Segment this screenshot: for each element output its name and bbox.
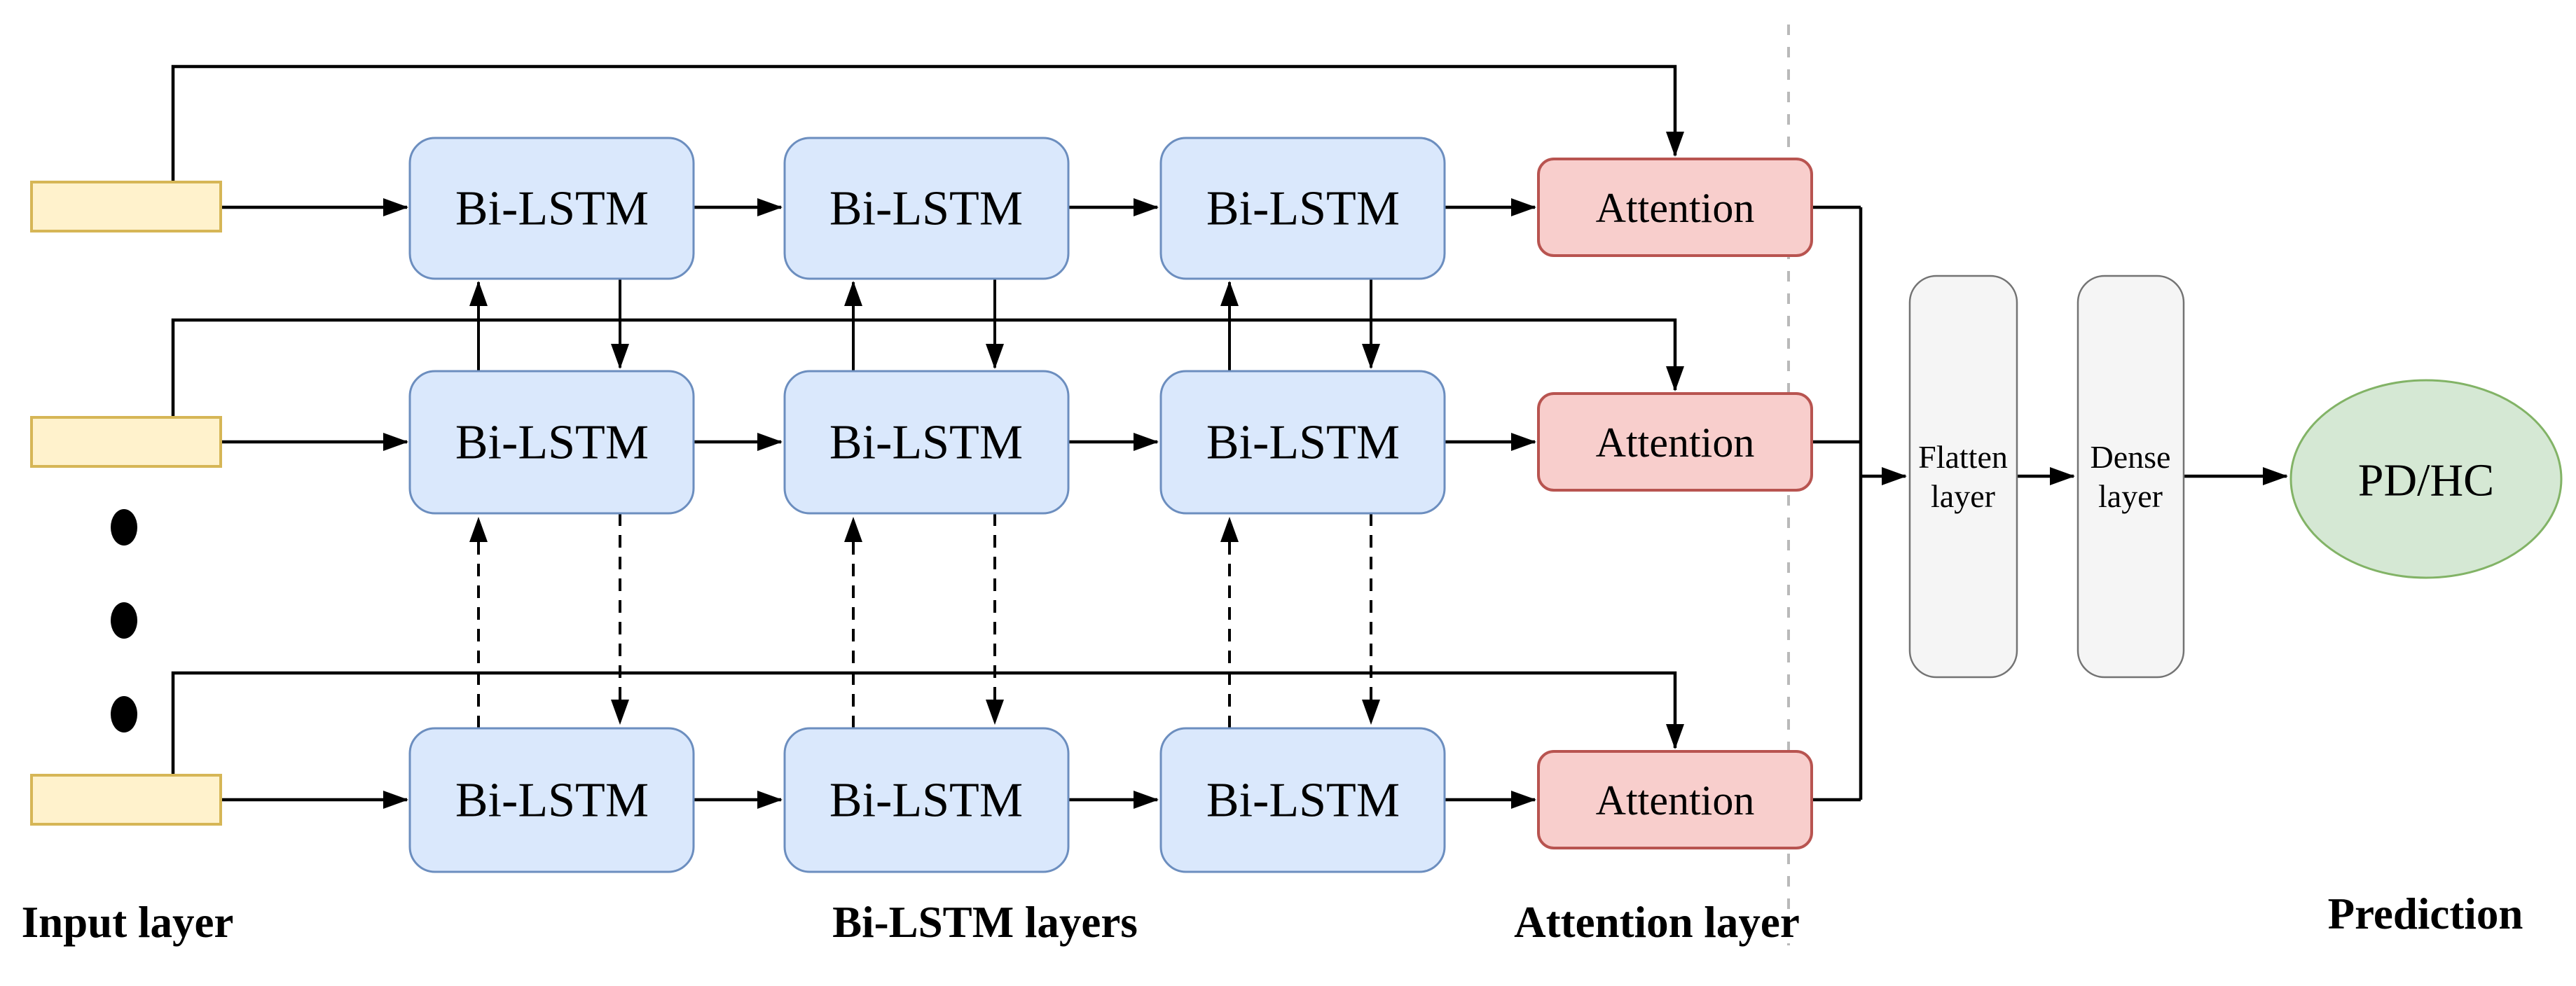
flatten-label-line2: layer xyxy=(1931,478,1995,514)
bilstm-label: Bi-LSTM xyxy=(455,774,649,828)
bilstm-grid: Bi-LSTM Bi-LSTM Bi-LSTM Bi-LSTM Bi-LSTM … xyxy=(408,137,1446,873)
output-bus xyxy=(1812,205,2288,802)
input-box-3 xyxy=(30,774,222,826)
skip-arrow-row2 xyxy=(171,318,1684,417)
attention-box-1 xyxy=(1537,158,1813,257)
attention-label: Attention xyxy=(1596,419,1755,466)
bilstm-box-r2c1 xyxy=(408,370,695,515)
input-box-1 xyxy=(30,181,222,232)
bilstm-box-r1c3 xyxy=(1159,137,1446,280)
ellipsis-dot xyxy=(111,696,137,732)
attention-box-3 xyxy=(1537,750,1813,849)
bilstm-label: Bi-LSTM xyxy=(829,182,1023,236)
input-column xyxy=(30,181,222,826)
bilstm-box-r2c3 xyxy=(1159,370,1446,515)
bilstm-box-r3c3 xyxy=(1159,727,1446,873)
dense-label-line1: Dense xyxy=(2091,439,2171,475)
attention-label: Attention xyxy=(1596,185,1755,231)
section-labels: Input layer Bi-LSTM layers Attention lay… xyxy=(22,889,2523,947)
flatten-label-line1: Flatten xyxy=(1918,439,2008,475)
input-box-2 xyxy=(30,416,222,468)
bilstm-box-r1c1 xyxy=(408,137,695,280)
row2-row3-connectors xyxy=(469,513,1380,728)
attention-column: Attention Attention Attention xyxy=(1537,158,1813,849)
bilstm-box-r3c1 xyxy=(408,727,695,873)
input-layer-section-label: Input layer xyxy=(22,898,234,947)
bilstm-label: Bi-LSTM xyxy=(455,182,649,236)
prediction-ellipse xyxy=(2289,379,2563,579)
bilstm-box-r2c2 xyxy=(783,370,1070,515)
bilstm-box-r1c2 xyxy=(783,137,1070,280)
bilstm-label: Bi-LSTM xyxy=(829,416,1023,470)
bilstm-box-r3c2 xyxy=(783,727,1070,873)
flatten-layer-box xyxy=(1908,275,2018,679)
bilstm-label: Bi-LSTM xyxy=(1206,182,1400,236)
bilstm-layers-section-label: Bi-LSTM layers xyxy=(832,898,1138,947)
prediction-node-label: PD/HC xyxy=(2358,455,2494,506)
ellipsis-dots xyxy=(111,509,137,732)
attention-layer-section-label: Attention layer xyxy=(1514,898,1800,947)
skip-connections xyxy=(171,64,1684,775)
attention-label: Attention xyxy=(1596,777,1755,824)
flow-arrows xyxy=(221,198,1536,809)
ellipsis-dot xyxy=(111,509,137,546)
bilstm-label: Bi-LSTM xyxy=(455,416,649,470)
dense-layer-box xyxy=(2076,275,2185,679)
dense-label-line2: layer xyxy=(2098,478,2163,514)
prediction-section-label: Prediction xyxy=(2328,889,2523,938)
skip-arrow-row1 xyxy=(171,64,1684,182)
bilstm-label: Bi-LSTM xyxy=(1206,774,1400,828)
skip-arrow-row3 xyxy=(171,671,1684,775)
bilstm-label: Bi-LSTM xyxy=(829,774,1023,828)
prediction-section: PD/HC xyxy=(2289,379,2563,579)
bilstm-label: Bi-LSTM xyxy=(1206,416,1400,470)
ellipsis-dot xyxy=(111,602,137,639)
row1-row2-connectors xyxy=(469,279,1380,371)
attention-box-2 xyxy=(1537,392,1813,492)
